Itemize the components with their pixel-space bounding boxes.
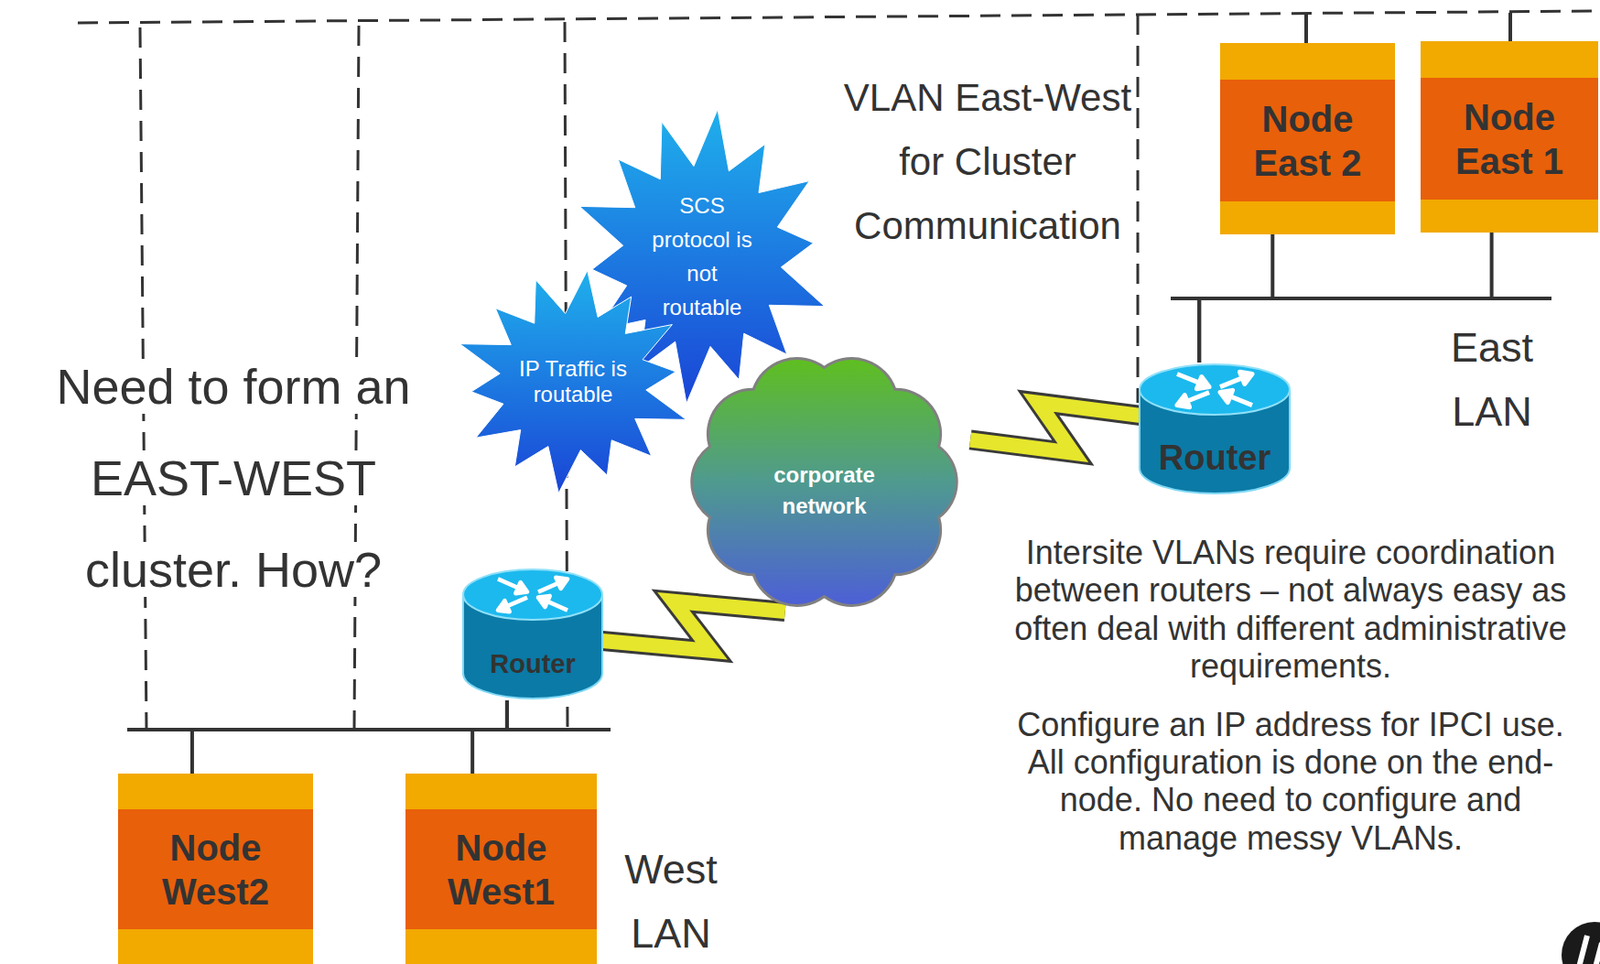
router-symbol: Router	[1137, 362, 1292, 496]
vlan-title-box: VLAN East-West for Cluster Communication	[837, 65, 1138, 259]
lan-wire	[192, 700, 508, 774]
node-label: Node East 1	[1420, 95, 1599, 184]
server-node: Node East 1	[1420, 41, 1599, 233]
logo-mark	[1576, 935, 1600, 964]
bolt-outline	[599, 601, 785, 651]
wan-link	[970, 402, 1141, 454]
router-arrow	[1220, 389, 1253, 405]
router-arrow	[1177, 392, 1210, 408]
logo-disc	[1561, 921, 1600, 964]
bolt-outline	[970, 402, 1141, 454]
vlan-top-line	[77, 10, 1600, 23]
lan-link	[472, 700, 508, 774]
node-band: Node West2	[118, 809, 314, 930]
router-arrow	[1177, 373, 1210, 389]
router-label: Router	[489, 648, 575, 681]
lan-link	[192, 700, 508, 774]
wan-link	[599, 601, 785, 651]
lan-link	[1199, 232, 1492, 363]
node-label: Node West2	[118, 825, 314, 914]
node-band: Node East 2	[1220, 79, 1395, 202]
vlan-line	[1136, 14, 1140, 403]
router-arrow	[1220, 371, 1253, 387]
router-label: Router	[1158, 437, 1271, 480]
router-symbol: Router	[461, 567, 605, 701]
node-band: Node East 1	[1420, 77, 1599, 200]
callout-text: corporate network	[756, 459, 894, 522]
router-arrow	[497, 578, 528, 594]
starburst-shape	[459, 270, 686, 493]
node-label: Node West1	[405, 825, 597, 914]
router-top	[1139, 364, 1290, 415]
text-holder: corporate network	[673, 331, 975, 633]
cloud-shape	[691, 358, 957, 606]
router-arrow	[497, 597, 528, 613]
lan-label: West LAN	[624, 845, 718, 957]
vlan-drop	[1304, 14, 1309, 44]
router-arrow	[538, 595, 568, 611]
question-text-box: Need to form an EAST-WEST cluster. How?	[36, 340, 431, 616]
callout-text: IP Traffic is routable	[504, 356, 642, 408]
text-holder: IP Traffic is routable	[450, 267, 696, 497]
server-node: Node East 2	[1220, 43, 1395, 235]
hp-logo	[1561, 921, 1600, 964]
lan-label: East LAN	[1450, 324, 1534, 435]
starburst-callout: IP Traffic is routable	[450, 267, 696, 497]
lan-label-box: East LAN	[1437, 315, 1547, 444]
node-label: Node East 2	[1220, 97, 1395, 185]
note-text: Intersite VLANs require coordination bet…	[1014, 533, 1568, 685]
note-text-box: Intersite VLANs require coordination bet…	[1006, 533, 1575, 686]
server-node: Node West1	[405, 773, 597, 964]
server-node: Node West2	[118, 773, 314, 964]
lan-wire	[472, 700, 508, 774]
lightning-link	[599, 601, 785, 651]
callout-text: SCS protocol is not routable	[646, 188, 758, 325]
text-holder: Router	[461, 567, 605, 701]
note-text-box: Configure an IP address for IPCI use. Al…	[1006, 705, 1575, 858]
lan-label-box: West LAN	[611, 837, 731, 964]
note-text: Configure an IP address for IPCI use. Al…	[1016, 705, 1565, 857]
router-outline	[461, 567, 605, 701]
vlan-title: VLAN East-West for Cluster Communication	[843, 75, 1132, 248]
node-band: Node West1	[405, 809, 597, 930]
lan-wire	[1199, 232, 1492, 363]
router-top	[463, 569, 603, 620]
vlan-drop	[1508, 12, 1513, 42]
question-text: Need to form an EAST-WEST cluster. How?	[55, 358, 411, 597]
lightning-link	[970, 402, 1141, 454]
router-arrow	[538, 577, 568, 593]
text-holder: Router	[1137, 362, 1292, 496]
network-cloud: corporate network	[673, 331, 975, 633]
